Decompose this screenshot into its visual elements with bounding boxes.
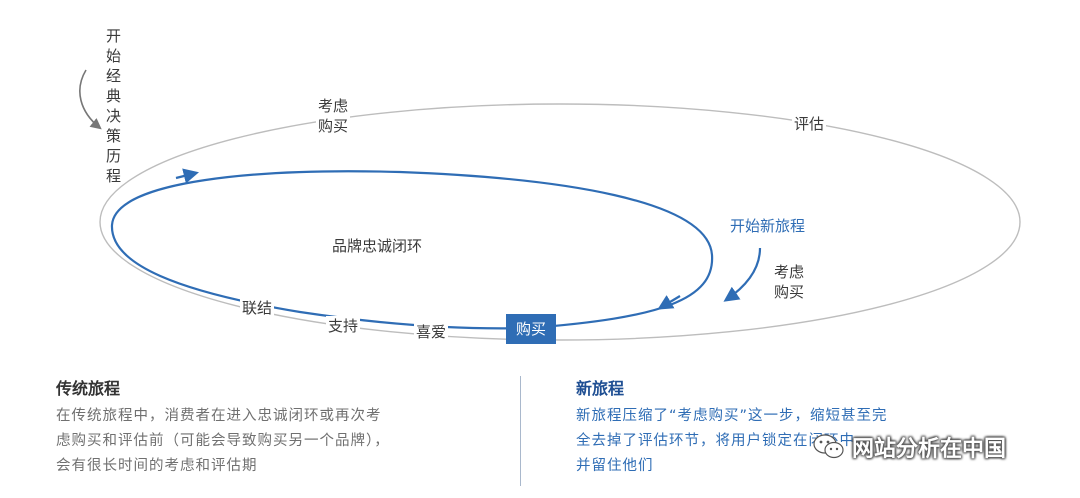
- journey-diagram: [79, 69, 1021, 341]
- watermark: 网站分析在中国: [812, 430, 1006, 464]
- classic-start-arrow: [79, 69, 102, 130]
- new-panel-body: 新旅程压缩了“考虑购买”这一步，缩短甚至完 全去掉了评估环节，将用户锁定在闭环中…: [576, 404, 888, 479]
- panel-divider: [520, 376, 521, 486]
- bond-label: 联结: [240, 298, 275, 318]
- loyalty-loop-path: [110, 170, 714, 330]
- watermark-text: 网站分析在中国: [852, 437, 1007, 462]
- wechat-icon: [813, 434, 844, 459]
- new-panel-title: 新旅程: [576, 379, 625, 398]
- new-panel-line: 并留住他们: [576, 458, 654, 474]
- enjoy-label: 支持: [326, 316, 361, 336]
- loop-arrow-top: [175, 168, 199, 184]
- classic-panel-line: 虑购买和评估前（可能会导致购买另一个品牌），: [56, 433, 390, 449]
- loyalty-loop-title: 品牌忠诚闭环: [332, 237, 423, 255]
- classic-panel-line: 在传统旅程中，消费者在进入忠诚闭环或再次考: [56, 408, 382, 424]
- classic-panel-line: 会有很长时间的考虑和评估期: [56, 458, 258, 474]
- loop-arrow-right: [657, 295, 681, 310]
- classic-start-label: 开始经典决策历程: [106, 27, 122, 185]
- new-journey-start-label: 开始新旅程: [728, 216, 808, 236]
- classic-panel-title: 传统旅程: [56, 379, 121, 398]
- outer-consider-label: 考虑 购买: [316, 96, 351, 136]
- new-panel-line: 全去掉了评估环节，将用户锁定在闭环中，: [576, 433, 871, 449]
- new-consider-label: 考虑 购买: [774, 263, 805, 301]
- outer-journey-ellipse: [99, 103, 1021, 341]
- new-journey-arrow: [723, 247, 762, 302]
- new-panel-line: 新旅程压缩了“考虑购买”这一步，缩短甚至完: [576, 408, 888, 424]
- buy-box: 购买: [506, 314, 556, 344]
- advocate-label: 喜爱: [414, 322, 449, 342]
- classic-panel-body: 在传统旅程中，消费者在进入忠诚闭环或再次考 虑购买和评估前（可能会导致购买另一个…: [56, 404, 390, 479]
- outer-evaluate-label: 评估: [792, 114, 827, 134]
